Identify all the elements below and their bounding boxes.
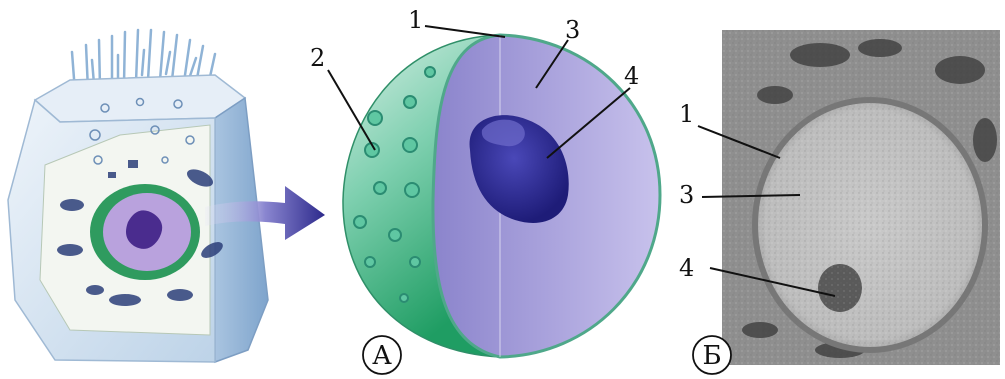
micro-label-1: 1 <box>679 100 694 128</box>
micro-label-4: 4 <box>679 254 694 282</box>
micro-label-3: 3 <box>679 181 694 209</box>
model-label-1: 1 <box>408 6 423 34</box>
model-label-2: 2 <box>310 44 325 72</box>
nucleus-model <box>343 35 660 357</box>
cell-side-face <box>215 98 268 362</box>
model-label-3: 3 <box>565 16 580 44</box>
panel-b-letter: Б <box>702 341 721 371</box>
micrograph <box>722 30 1000 365</box>
leader-model-2 <box>328 70 375 150</box>
leader-model-1 <box>425 26 505 37</box>
panel-a-letter: А <box>372 341 392 371</box>
model-label-4: 4 <box>624 62 639 90</box>
cell-illustration <box>8 30 268 362</box>
